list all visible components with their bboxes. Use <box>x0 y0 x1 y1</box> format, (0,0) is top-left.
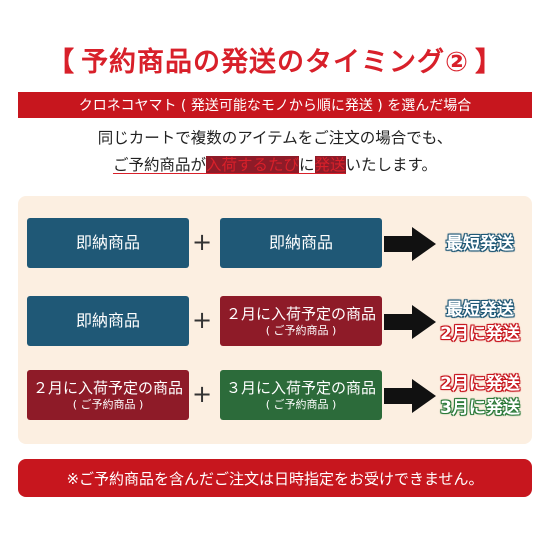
item-box-preorder-feb: ２月に入荷予定の商品 ( ご予約商品 ) <box>27 370 189 420</box>
item-box-main-label: ３月に入荷予定の商品 <box>225 378 376 397</box>
intro-text: 同じカートで複数のアイテムをご注文の場合でも、 ご予約商品が入荷するたびに発送い… <box>0 125 550 179</box>
intro-line-2-d: 発送 <box>314 156 346 174</box>
item-box-main-label: 即納商品 <box>268 233 333 252</box>
result-label: 2月に発送 <box>440 324 520 344</box>
right-arrow-icon <box>384 227 436 261</box>
plus-sign: + <box>191 380 213 408</box>
intro-line-2-a: ご予約商品が <box>112 156 206 174</box>
timing-diagram-panel: 即納商品 + 即納商品 最短発送 即納商品 + ２月に入荷予定の商品 ( ご予約… <box>18 196 532 444</box>
intro-line-2-b: 入荷するたび <box>206 156 300 174</box>
intro-line-2-e: いたします。 <box>345 156 437 174</box>
item-box-in-stock: 即納商品 <box>27 296 189 346</box>
page-title: 【予約商品の発送のタイミング②】 <box>0 40 550 79</box>
title-open-bracket: 【 <box>47 47 76 78</box>
item-box-sub-label: ( ご予約商品 ) <box>265 397 337 411</box>
item-box-in-stock: 即納商品 <box>220 218 382 268</box>
title-close-bracket: 】 <box>474 47 503 78</box>
result-label: 3月に発送 <box>440 398 520 418</box>
timing-row-3: ２月に入荷予定の商品 ( ご予約商品 ) + ３月に入荷予定の商品 ( ご予約商… <box>18 370 532 424</box>
result-label: 2月に発送 <box>440 374 520 394</box>
shipping-method-banner: クロネコヤマト ( 発送可能なモノから順に発送 ) を選んだ場合 <box>18 92 532 118</box>
plus-sign: + <box>191 306 213 334</box>
item-box-sub-label: ( ご予約商品 ) <box>72 397 144 411</box>
intro-line-2-c: に <box>299 156 315 174</box>
intro-line-2: ご予約商品が入荷するたびに発送いたします。 <box>0 152 550 179</box>
item-box-main-label: ２月に入荷予定の商品 <box>32 378 183 397</box>
item-box-preorder-feb: ２月に入荷予定の商品 ( ご予約商品 ) <box>220 296 382 346</box>
item-box-main-label: 即納商品 <box>75 233 140 252</box>
item-box-main-label: 即納商品 <box>75 311 140 330</box>
item-box-preorder-mar: ３月に入荷予定の商品 ( ご予約商品 ) <box>220 370 382 420</box>
shipping-result: 最短発送 <box>432 216 528 272</box>
result-label: 最短発送 <box>446 300 514 320</box>
timing-row-1: 即納商品 + 即納商品 最短発送 <box>18 218 532 272</box>
right-arrow-icon <box>384 305 436 339</box>
shipping-result: 最短発送 2月に発送 <box>432 294 528 350</box>
intro-line-1: 同じカートで複数のアイテムをご注文の場合でも、 <box>97 129 453 147</box>
timing-row-2: 即納商品 + ２月に入荷予定の商品 ( ご予約商品 ) 最短発送 2月に発送 <box>18 296 532 350</box>
item-box-main-label: ２月に入荷予定の商品 <box>225 304 376 323</box>
date-designation-notice: ※ご予約商品を含んだご注文は日時指定をお受けできません。 <box>18 459 532 497</box>
item-box-in-stock: 即納商品 <box>27 218 189 268</box>
result-label: 最短発送 <box>446 234 514 254</box>
right-arrow-icon <box>384 379 436 413</box>
item-box-sub-label: ( ご予約商品 ) <box>265 323 337 337</box>
plus-sign: + <box>191 228 213 256</box>
shipping-result: 2月に発送 3月に発送 <box>432 368 528 424</box>
title-text: 予約商品の発送のタイミング② <box>81 47 469 78</box>
